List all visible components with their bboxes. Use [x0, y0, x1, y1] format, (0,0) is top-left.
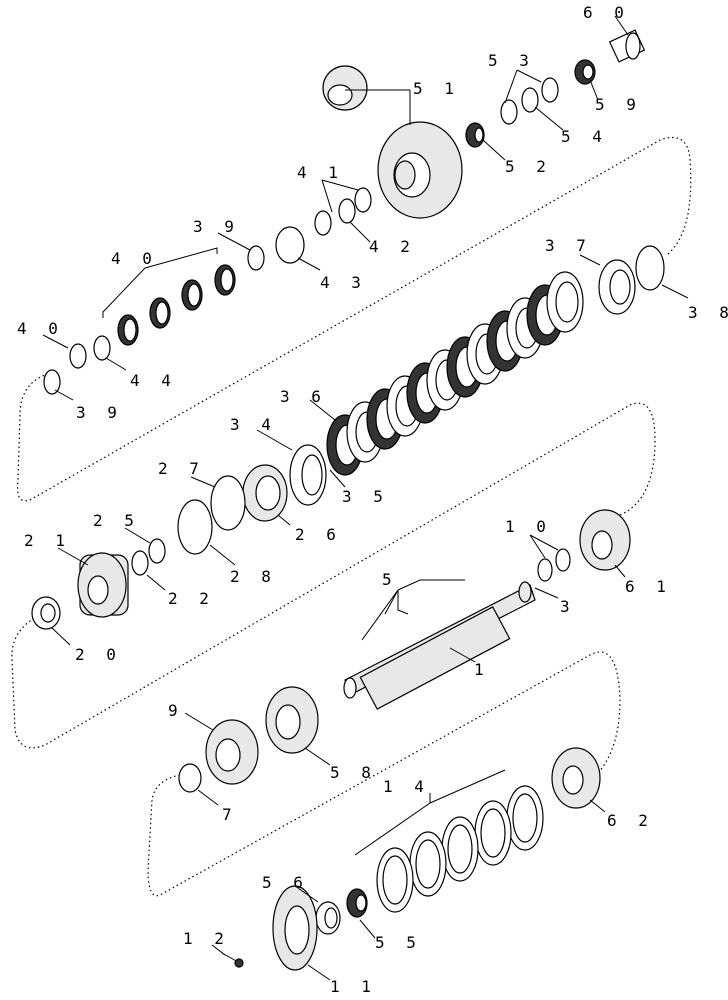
label-51: 5 1	[413, 79, 460, 98]
part-39-ring-upper	[247, 245, 265, 271]
part-52-bearing	[465, 122, 485, 148]
part-56-cup	[315, 901, 341, 935]
label-25: 2 5	[93, 511, 140, 530]
part-22-ring	[131, 550, 149, 576]
clutch-disc-bore	[555, 281, 579, 323]
part-clutch-disc-stack	[326, 271, 584, 476]
label-26: 2 6	[295, 525, 342, 544]
part-14-shims	[376, 785, 544, 913]
label-22: 2 2	[168, 589, 215, 608]
label-42: 4 2	[369, 237, 416, 256]
label-27: 2 7	[158, 459, 205, 478]
label-35: 3 5	[342, 487, 389, 506]
part-1-shaft	[343, 581, 536, 710]
label-56: 5 6	[262, 873, 309, 892]
part-11-cover	[272, 885, 318, 971]
part-27-seal	[210, 475, 246, 531]
label-39-lower: 3 9	[76, 403, 123, 422]
label-28: 2 8	[230, 567, 277, 586]
label-1: 1	[474, 660, 490, 679]
part-25-ring	[148, 538, 166, 564]
label-40-upper: 4 0	[111, 249, 158, 268]
part-9-gear	[205, 719, 259, 785]
part-37-plate	[598, 259, 636, 315]
label-38: 3 8	[688, 303, 728, 322]
label-44: 4 4	[130, 371, 177, 390]
callout-labels: 6 0 5 3 5 9 5 1 5 4 5 2 4 1 4 2 3 9 4 3 …	[17, 3, 728, 996]
label-20: 2 0	[75, 645, 122, 664]
label-12: 1 2	[183, 929, 230, 948]
label-55: 5 5	[375, 933, 422, 952]
part-10-ring-b	[555, 548, 571, 572]
label-5: 5	[382, 570, 398, 589]
part-40-44-39-rings	[43, 335, 111, 395]
part-55-bearing	[346, 888, 368, 918]
part-59-bearing	[574, 59, 596, 85]
part-62-gear	[551, 747, 601, 809]
label-9: 9	[168, 701, 184, 720]
label-40-lower: 4 0	[17, 319, 64, 338]
label-7: 7	[222, 805, 238, 824]
label-3: 3	[560, 597, 576, 616]
part-41-42-rings	[314, 187, 372, 236]
part-40-seal-rings	[117, 264, 236, 346]
part-20-washer	[31, 596, 61, 630]
label-41: 4 1	[297, 163, 344, 182]
label-37: 3 7	[545, 236, 592, 255]
label-58: 5 8	[330, 763, 377, 782]
label-62: 6 2	[607, 811, 654, 830]
label-54: 5 4	[561, 127, 608, 146]
label-39-upper: 3 9	[193, 217, 240, 236]
part-43-snap-ring	[275, 226, 305, 264]
label-34: 3 4	[230, 415, 277, 434]
part-26-piston	[242, 464, 288, 522]
part-12-bolt	[221, 952, 244, 968]
part-60-sleeve	[608, 29, 646, 63]
label-36: 3 6	[280, 387, 327, 406]
part-28-seal	[177, 499, 213, 555]
label-53: 5 3	[488, 51, 535, 70]
label-10: 1 0	[505, 517, 552, 536]
label-43: 4 3	[320, 273, 367, 292]
part-38-snap-ring	[635, 245, 665, 291]
leader-lines	[42, 15, 689, 981]
part-10-ring-a	[537, 558, 553, 582]
part-34-plate	[289, 444, 327, 506]
label-21: 2 1	[24, 531, 71, 550]
label-52: 5 2	[505, 157, 552, 176]
label-61: 6 1	[625, 577, 672, 596]
part-21-hub	[77, 552, 129, 618]
part-61-gear	[579, 509, 631, 571]
label-59: 5 9	[595, 95, 642, 114]
part-51-gear	[322, 65, 463, 219]
part-7-snap-ring	[178, 763, 202, 793]
label-11: 1 1	[330, 977, 377, 996]
dotted-guide-lines	[11, 136, 692, 897]
part-53-54-rings	[500, 77, 559, 125]
label-60: 6 0	[583, 3, 630, 22]
label-14: 1 4	[383, 777, 430, 796]
part-58-gear	[265, 686, 319, 754]
